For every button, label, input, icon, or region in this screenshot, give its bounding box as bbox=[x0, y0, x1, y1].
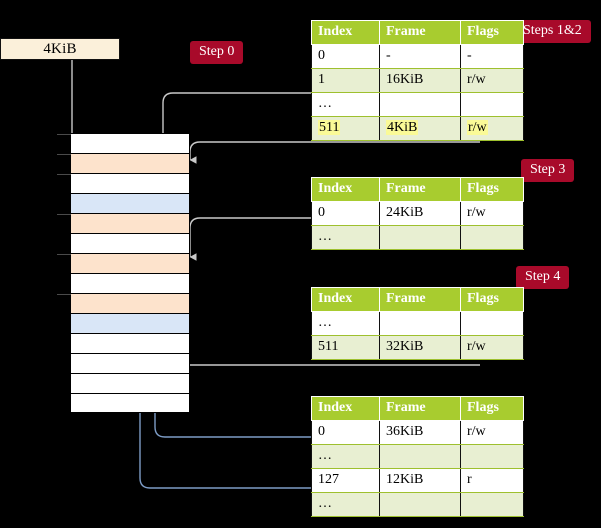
column-header-frame: Frame bbox=[379, 177, 461, 202]
table-cell: r/w bbox=[460, 116, 524, 141]
memory-frame-row bbox=[70, 193, 190, 213]
memory-frame-tick bbox=[57, 134, 71, 135]
table-cell: 36KiB bbox=[379, 420, 461, 445]
memory-frame-row bbox=[70, 353, 190, 373]
table-cell: … bbox=[311, 444, 380, 469]
table-cell: r/w bbox=[460, 201, 524, 226]
table-cell: 0 bbox=[311, 420, 380, 445]
table-cell bbox=[460, 92, 524, 117]
table-cell bbox=[379, 311, 461, 336]
table-cell: 12KiB bbox=[379, 468, 461, 493]
table-cell: … bbox=[311, 492, 380, 517]
table-cell: 511 bbox=[311, 335, 380, 360]
memory-frame-row bbox=[57, 153, 190, 173]
request-size-label: 4KiB bbox=[43, 40, 77, 57]
memory-frame-row bbox=[70, 333, 190, 353]
physical-memory-column bbox=[57, 133, 190, 413]
table-row: 0-- bbox=[311, 44, 524, 69]
column-header-index: Index bbox=[311, 20, 380, 45]
table-cell: - bbox=[379, 44, 461, 69]
table-cell: r/w bbox=[460, 68, 524, 93]
request-size-box: 4KiB bbox=[0, 38, 120, 60]
table-cell: r/w bbox=[460, 420, 524, 445]
memory-frame-row bbox=[57, 133, 190, 153]
memory-frame-row bbox=[57, 253, 190, 273]
step-label-step-4: Step 4 bbox=[516, 266, 570, 289]
memory-frame-tick bbox=[57, 174, 71, 175]
memory-frame-tick bbox=[57, 154, 71, 155]
memory-frame-row bbox=[70, 393, 190, 413]
memory-frame-row bbox=[57, 173, 190, 193]
table-cell: 4KiB bbox=[379, 116, 461, 141]
column-header-flags: Flags bbox=[460, 396, 524, 421]
table-cell bbox=[460, 225, 524, 250]
column-header-flags: Flags bbox=[460, 177, 524, 202]
table-cell: 0 bbox=[311, 201, 380, 226]
table-cell: 127 bbox=[311, 468, 380, 493]
table-cell: 32KiB bbox=[379, 335, 461, 360]
step-label-step-3: Step 3 bbox=[521, 159, 575, 182]
step-label-steps-1-2: Steps 1&2 bbox=[514, 20, 591, 43]
column-header-frame: Frame bbox=[379, 20, 461, 45]
column-header-index: Index bbox=[311, 177, 380, 202]
table-cell: - bbox=[460, 44, 524, 69]
column-header-flags: Flags bbox=[460, 20, 524, 45]
table-row: … bbox=[311, 492, 524, 517]
column-header-index: Index bbox=[311, 287, 380, 312]
table-cell bbox=[379, 444, 461, 469]
table-row: … bbox=[311, 92, 524, 117]
table-cell bbox=[460, 444, 524, 469]
column-header-frame: Frame bbox=[379, 396, 461, 421]
table-cell: … bbox=[311, 92, 380, 117]
table-cell bbox=[379, 225, 461, 250]
table-row: … bbox=[311, 444, 524, 469]
table-cell bbox=[460, 311, 524, 336]
column-header-index: Index bbox=[311, 396, 380, 421]
table-cell: … bbox=[311, 311, 380, 336]
table-cell: 1 bbox=[311, 68, 380, 93]
table-cell bbox=[460, 492, 524, 517]
column-header-frame: Frame bbox=[379, 287, 461, 312]
table-row: … bbox=[311, 225, 524, 250]
memory-frame-tick bbox=[57, 214, 71, 215]
step-label-step-0: Step 0 bbox=[190, 41, 244, 64]
memory-frame-row bbox=[57, 213, 190, 233]
table-cell: r/w bbox=[460, 335, 524, 360]
memory-frame-row bbox=[70, 373, 190, 393]
column-header-flags: Flags bbox=[460, 287, 524, 312]
table-cell bbox=[379, 92, 461, 117]
table-cell: … bbox=[311, 225, 380, 250]
memory-frame-tick bbox=[57, 254, 71, 255]
table-cell bbox=[379, 492, 461, 517]
table-row: … bbox=[311, 311, 524, 336]
table-cell: 16KiB bbox=[379, 68, 461, 93]
table-cell: 511 bbox=[311, 116, 380, 141]
memory-frame-row bbox=[70, 273, 190, 293]
memory-frame-row bbox=[70, 313, 190, 333]
table-cell: 0 bbox=[311, 44, 380, 69]
table-cell: r bbox=[460, 468, 524, 493]
table-cell: 24KiB bbox=[379, 201, 461, 226]
memory-frame-row bbox=[57, 293, 190, 313]
memory-frame-row bbox=[70, 233, 190, 253]
memory-frame-tick bbox=[57, 294, 71, 295]
